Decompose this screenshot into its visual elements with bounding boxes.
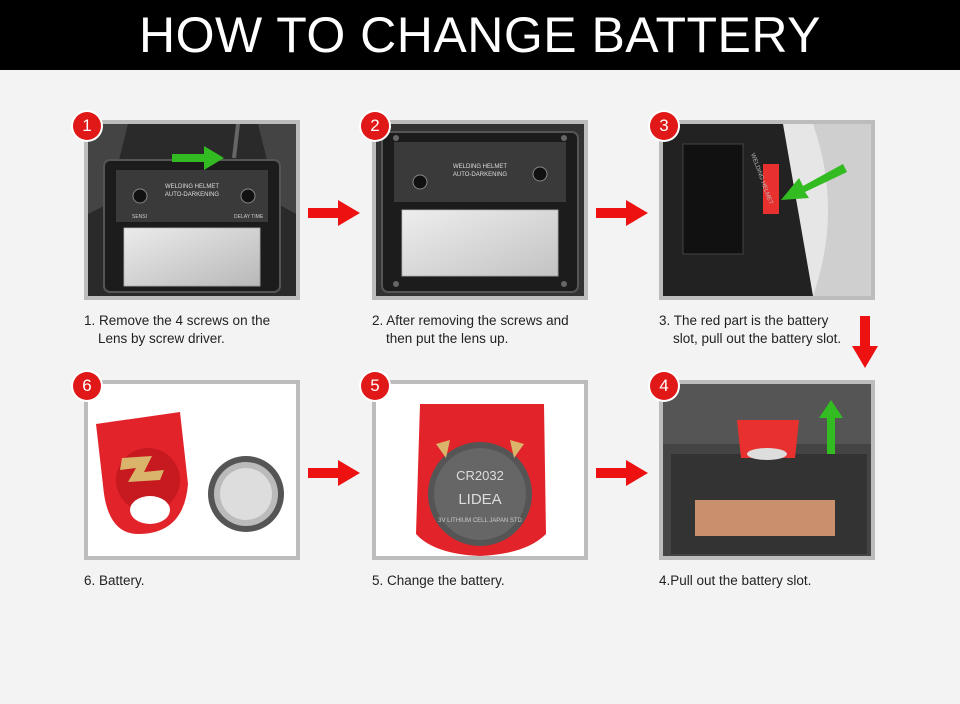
step-1-line2: Lens by screw driver. — [98, 331, 225, 346]
step-5-badge: 5 — [361, 372, 389, 400]
right-arrow-icon — [596, 200, 648, 226]
step-4-badge: 4 — [650, 372, 678, 400]
step-1-badge: 1 — [73, 112, 101, 140]
step-3-line2: slot, pull out the battery slot. — [673, 331, 842, 346]
step-3-badge: 3 — [650, 112, 678, 140]
down-arrow-icon — [852, 316, 878, 368]
lens-label-1: WELDING HELMET — [165, 184, 219, 190]
battery-sub: 3V LITHIUM CELL JAPAN STD — [438, 518, 522, 524]
right-arrow-icon — [596, 460, 648, 486]
battery-brand: LIDEA — [458, 491, 501, 508]
step-3-line1: 3. The red part is the battery — [659, 313, 829, 328]
step-2-photo: WELDING HELMET AUTO-DARKENING — [372, 120, 588, 300]
step-5-photo: CR2032 LIDEA 3V LITHIUM CELL JAPAN STD — [372, 380, 588, 560]
lens-label-2: AUTO-DARKENING — [165, 192, 220, 198]
green-arrow-icon — [819, 400, 843, 454]
delay-label: DELAY TIME — [234, 214, 264, 220]
lens-label-2b: AUTO-DARKENING — [453, 172, 508, 178]
step-2-line2: then put the lens up. — [386, 331, 509, 346]
lens-label-1b: WELDING HELMET — [453, 164, 507, 170]
step-2-caption: 2. After removing the screws and then pu… — [372, 312, 569, 348]
right-arrow-icon — [308, 460, 360, 486]
step-2-badge: 2 — [361, 112, 389, 140]
step-5-caption: 5. Change the battery. — [372, 573, 505, 588]
step-3-caption: 3. The red part is the battery slot, pul… — [659, 312, 841, 348]
step-6-badge: 6 — [73, 372, 101, 400]
step-2-line1: 2. After removing the screws and — [372, 313, 569, 328]
right-arrow-icon — [308, 200, 360, 226]
battery-model: CR2032 — [456, 468, 504, 483]
battery-slot — [763, 164, 779, 214]
step-4-caption: 4.Pull out the battery slot. — [659, 573, 812, 588]
green-arrow-icon — [172, 146, 224, 170]
step-6-caption: 6. Battery. — [84, 573, 145, 588]
green-arrow-icon — [781, 164, 847, 200]
sensi-label: SENSI — [132, 214, 147, 220]
step-1-photo: WELDING HELMET AUTO-DARKENING SENSI DELA… — [84, 120, 300, 300]
step-3-photo: WELDING HELMET — [659, 120, 875, 300]
page-title: HOW TO CHANGE BATTERY — [0, 0, 960, 70]
step-1-caption: 1. Remove the 4 screws on the Lens by sc… — [84, 312, 270, 348]
step-4-photo — [659, 380, 875, 560]
step-6-photo — [84, 380, 300, 560]
step-1-line1: 1. Remove the 4 screws on the — [84, 313, 271, 328]
battery-slot — [737, 420, 799, 458]
